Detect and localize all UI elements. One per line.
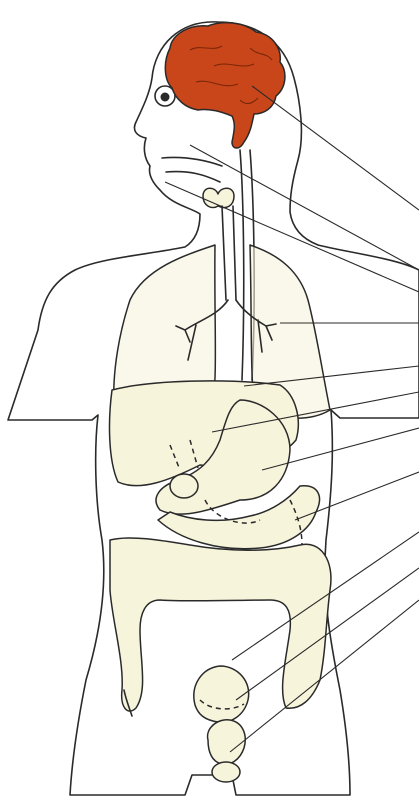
- tongue-line: [166, 172, 220, 182]
- leader-line-brain: [252, 86, 419, 210]
- gallbladder: [170, 474, 198, 498]
- pupil: [161, 93, 170, 102]
- bladder: [194, 666, 249, 722]
- rectum: [208, 720, 246, 765]
- mouth-line: [162, 157, 222, 166]
- anus: [212, 762, 240, 782]
- trachea: [222, 206, 236, 300]
